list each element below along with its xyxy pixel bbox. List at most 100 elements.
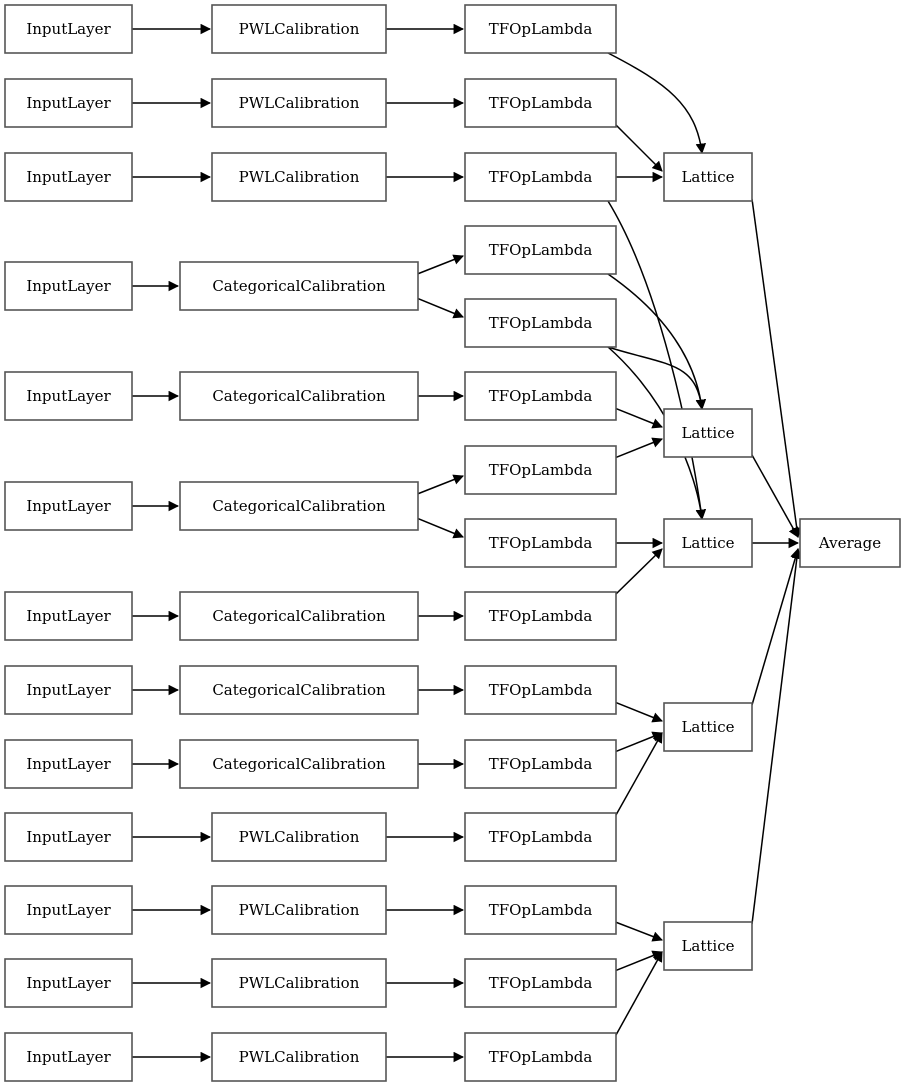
node-box[interactable] [4,885,133,935]
node-box[interactable] [464,885,617,935]
node-cal9-categorical-calibration[interactable]: CategoricalCalibration [179,739,419,789]
node-box[interactable] [179,371,419,421]
node-op1-tfop-lambda[interactable]: TFOpLambda [464,4,617,54]
node-box[interactable] [464,445,617,495]
node-in9-input-layer[interactable]: InputLayer [4,739,133,789]
node-op8-tfop-lambda[interactable]: TFOpLambda [464,518,617,568]
node-box[interactable] [663,921,753,971]
node-box[interactable] [179,481,419,531]
node-box[interactable] [464,152,617,202]
node-cal4-categorical-calibration[interactable]: CategoricalCalibration [179,261,419,311]
node-box[interactable] [4,78,133,128]
node-box[interactable] [211,812,387,862]
node-box[interactable] [4,4,133,54]
node-box[interactable] [464,958,617,1008]
node-cal8-categorical-calibration[interactable]: CategoricalCalibration [179,665,419,715]
node-op12-tfop-lambda[interactable]: TFOpLambda [464,812,617,862]
node-box[interactable] [4,958,133,1008]
node-box[interactable] [4,371,133,421]
node-label: PWLCalibration [239,901,360,919]
node-op3-tfop-lambda[interactable]: TFOpLambda [464,152,617,202]
node-lat3-lattice[interactable]: Lattice [663,518,753,568]
node-op4-tfop-lambda[interactable]: TFOpLambda [464,225,617,275]
node-box[interactable] [464,739,617,789]
node-box[interactable] [179,739,419,789]
node-box[interactable] [464,812,617,862]
node-cal3-pwlcalibration[interactable]: PWLCalibration [211,152,387,202]
node-box[interactable] [464,4,617,54]
node-lat1-lattice[interactable]: Lattice [663,152,753,202]
node-box[interactable] [4,739,133,789]
node-in11-input-layer[interactable]: InputLayer [4,885,133,935]
node-in5-input-layer[interactable]: InputLayer [4,371,133,421]
node-box[interactable] [4,591,133,641]
node-box[interactable] [4,812,133,862]
node-box[interactable] [4,1032,133,1082]
node-cal11-pwlcalibration[interactable]: PWLCalibration [211,885,387,935]
node-in2-input-layer[interactable]: InputLayer [4,78,133,128]
node-box[interactable] [211,152,387,202]
node-op11-tfop-lambda[interactable]: TFOpLambda [464,739,617,789]
node-in12-input-layer[interactable]: InputLayer [4,958,133,1008]
node-cal7-categorical-calibration[interactable]: CategoricalCalibration [179,591,419,641]
node-label: InputLayer [26,681,111,699]
node-box[interactable] [464,225,617,275]
node-box[interactable] [799,518,901,568]
node-box[interactable] [663,518,753,568]
node-in10-input-layer[interactable]: InputLayer [4,812,133,862]
node-cal2-pwlcalibration[interactable]: PWLCalibration [211,78,387,128]
node-op15-tfop-lambda[interactable]: TFOpLambda [464,1032,617,1082]
node-box[interactable] [4,481,133,531]
node-in1-input-layer[interactable]: InputLayer [4,4,133,54]
node-lat2-lattice[interactable]: Lattice [663,408,753,458]
node-op5-tfop-lambda[interactable]: TFOpLambda [464,298,617,348]
node-label: InputLayer [26,1048,111,1066]
edge-lat1-to-avg [751,198,802,539]
node-op14-tfop-lambda[interactable]: TFOpLambda [464,958,617,1008]
node-cal13-pwlcalibration[interactable]: PWLCalibration [211,1032,387,1082]
node-cal12-pwlcalibration[interactable]: PWLCalibration [211,958,387,1008]
node-label: CategoricalCalibration [212,681,386,699]
node-cal6-categorical-calibration[interactable]: CategoricalCalibration [179,481,419,531]
node-lat4-lattice[interactable]: Lattice [663,702,753,752]
node-box[interactable] [4,261,133,311]
node-in3-input-layer[interactable]: InputLayer [4,152,133,202]
node-label: InputLayer [26,755,111,773]
node-cal10-pwlcalibration[interactable]: PWLCalibration [211,812,387,862]
node-cal1-pwlcalibration[interactable]: PWLCalibration [211,4,387,54]
node-box[interactable] [211,958,387,1008]
node-box[interactable] [179,261,419,311]
node-box[interactable] [211,885,387,935]
node-in13-input-layer[interactable]: InputLayer [4,1032,133,1082]
node-box[interactable] [663,702,753,752]
node-box[interactable] [464,1032,617,1082]
node-op13-tfop-lambda[interactable]: TFOpLambda [464,885,617,935]
node-cal5-categorical-calibration[interactable]: CategoricalCalibration [179,371,419,421]
node-lat5-lattice[interactable]: Lattice [663,921,753,971]
node-box[interactable] [464,518,617,568]
node-box[interactable] [4,152,133,202]
node-avg-average[interactable]: Average [799,518,901,568]
node-op7-tfop-lambda[interactable]: TFOpLambda [464,445,617,495]
node-in8-input-layer[interactable]: InputLayer [4,665,133,715]
node-box[interactable] [211,1032,387,1082]
node-box[interactable] [464,78,617,128]
node-op2-tfop-lambda[interactable]: TFOpLambda [464,78,617,128]
node-in7-input-layer[interactable]: InputLayer [4,591,133,641]
node-box[interactable] [464,298,617,348]
node-box[interactable] [179,591,419,641]
node-box[interactable] [464,371,617,421]
node-in6-input-layer[interactable]: InputLayer [4,481,133,531]
node-box[interactable] [211,78,387,128]
node-op10-tfop-lambda[interactable]: TFOpLambda [464,665,617,715]
node-box[interactable] [4,665,133,715]
node-box[interactable] [663,408,753,458]
node-box[interactable] [464,591,617,641]
node-in4-input-layer[interactable]: InputLayer [4,261,133,311]
node-box[interactable] [211,4,387,54]
node-op6-tfop-lambda[interactable]: TFOpLambda [464,371,617,421]
node-box[interactable] [663,152,753,202]
node-box[interactable] [179,665,419,715]
node-box[interactable] [464,665,617,715]
node-op9-tfop-lambda[interactable]: TFOpLambda [464,591,617,641]
